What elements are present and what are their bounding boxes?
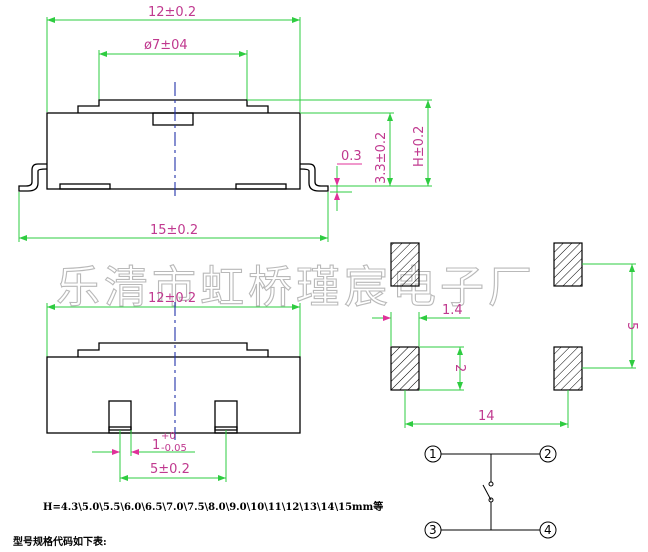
pin-2-label: 2 xyxy=(544,447,552,461)
switch-cap xyxy=(77,99,269,113)
switch-body-bottom xyxy=(46,356,301,434)
lead-right xyxy=(299,163,329,192)
pin-tolerance-sup: +0 xyxy=(161,431,176,442)
model-code-note: 型号规格代码如下表: xyxy=(13,535,107,548)
pin-tolerance-label: 1 xyxy=(152,438,160,453)
lead-thickness-label: 0.3 xyxy=(341,149,362,164)
side-view-top: 12±0.2 ø7±04 15±0.2 xyxy=(18,5,432,242)
pad-width-label: 1.4 xyxy=(442,303,463,318)
lead-left xyxy=(18,163,48,192)
top-width-label: 12±0.2 xyxy=(148,5,196,20)
bottom-width-label: 12±0.2 xyxy=(148,291,196,306)
switch-schematic: 1 2 3 4 xyxy=(424,445,557,539)
pin-1-label: 1 xyxy=(429,447,437,461)
foot-left xyxy=(59,183,111,190)
switch-contact xyxy=(482,484,492,501)
pad-3 xyxy=(390,346,420,391)
watermark-text: 乐清市虹桥瑾宸电子厂 xyxy=(56,262,536,313)
button-diameter-label: ø7±04 xyxy=(144,38,188,53)
total-height-label: H±0.2 xyxy=(412,126,427,167)
horizontal-pitch-label: 14 xyxy=(478,409,495,424)
pad-4 xyxy=(553,346,583,391)
switch-cap-bottom xyxy=(77,342,269,357)
pin-3-label: 3 xyxy=(429,523,437,537)
body-height-label: 3.3±0.2 xyxy=(374,132,389,184)
vertical-pitch-label: 5 xyxy=(624,322,639,330)
foot-right xyxy=(235,183,287,190)
span-width-label: 15±0.2 xyxy=(150,223,198,238)
pin-right xyxy=(214,400,238,431)
pcb-footprint: 5 1.4 2 14 xyxy=(372,242,639,428)
pin-span-label: 5±0.2 xyxy=(150,462,190,477)
pad-1 xyxy=(390,242,420,287)
pin-tolerance-sub: -0.05 xyxy=(161,443,187,454)
actuator-tab xyxy=(152,112,194,126)
pin-left xyxy=(108,400,132,431)
pad-height-label: 2 xyxy=(452,364,467,372)
pad-2 xyxy=(553,242,583,287)
side-view-bottom: 12±0.2 1 +0 -0.05 5±0.2 xyxy=(46,291,301,482)
height-options-note: H=4.3\5.0\5.5\6.0\6.5\7.0\7.5\8.0\9.0\10… xyxy=(43,500,383,513)
pin-4-label: 4 xyxy=(544,523,552,537)
